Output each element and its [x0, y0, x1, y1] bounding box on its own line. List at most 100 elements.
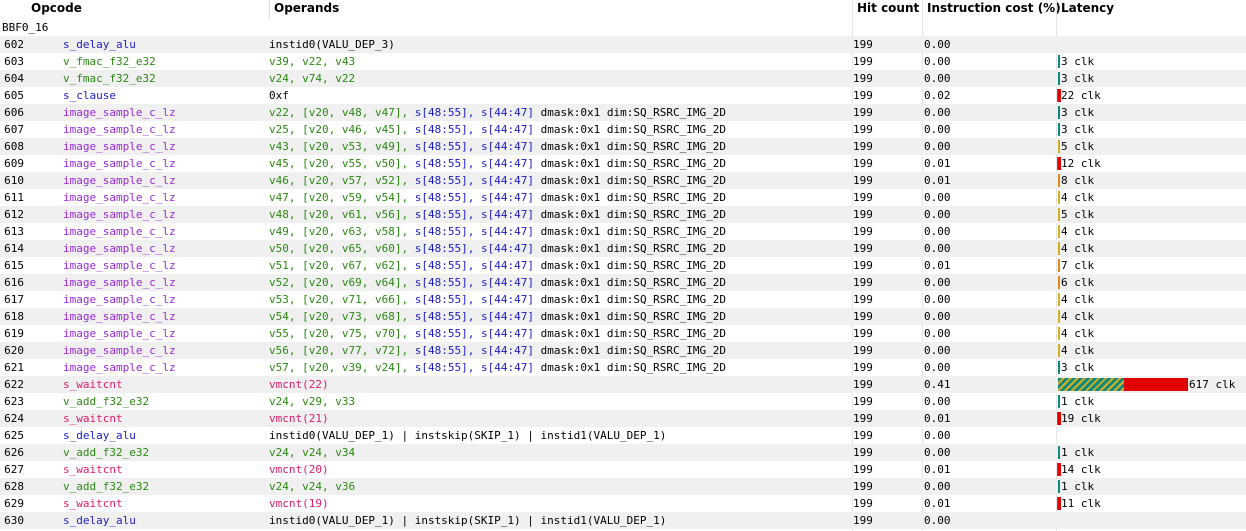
- latency-cell: 3 clk: [1057, 104, 1246, 121]
- hit-count-cell: 199: [853, 446, 873, 459]
- latency-cell: 4 clk: [1057, 291, 1246, 308]
- operands-cell: v24, v24, v34: [269, 446, 356, 459]
- latency-issue-segment: [1057, 89, 1058, 102]
- opcode-cell: s_delay_alu: [63, 429, 136, 442]
- column-header-hit-count[interactable]: Hit count: [853, 0, 923, 19]
- operands-cell: v25, [v20, v46, v45], s[48:55], s[44:47]…: [269, 123, 727, 136]
- instruction-cost-cell: 0.02: [924, 89, 951, 102]
- line-number: 623: [4, 395, 24, 408]
- instruction-cost-cell: 0.00: [924, 208, 951, 221]
- instruction-cost-cell: 0.00: [924, 225, 951, 238]
- latency-cell: 1 clk: [1057, 444, 1246, 461]
- latency-bar: [1058, 140, 1060, 153]
- latency-label: 5 clk: [1061, 208, 1095, 221]
- instruction-cost-cell: 0.01: [924, 497, 951, 510]
- latency-cell: 3 clk: [1057, 121, 1246, 138]
- latency-bar: [1058, 72, 1060, 85]
- column-header-instruction-cost[interactable]: Instruction cost (%): [923, 0, 1061, 19]
- hit-count-cell: 199: [853, 327, 873, 340]
- column-header-operands[interactable]: Operands: [270, 0, 853, 19]
- latency-label: 4 clk: [1061, 310, 1095, 323]
- opcode-cell: image_sample_c_lz: [63, 344, 176, 357]
- latency-bar: [1058, 208, 1060, 221]
- latency-bar: [1058, 191, 1060, 204]
- opcode-cell: v_add_f32_e32: [63, 480, 150, 493]
- instruction-cost-cell: 0.00: [924, 514, 951, 527]
- latency-label: 4 clk: [1061, 327, 1095, 340]
- hit-count-cell: 199: [853, 344, 873, 357]
- line-number: 625: [4, 429, 24, 442]
- column-header-latency[interactable]: Latency: [1061, 1, 1115, 15]
- operands-cell: v24, v74, v22: [269, 72, 356, 85]
- latency-label: 1 clk: [1061, 480, 1095, 493]
- latency-cell: 4 clk: [1057, 240, 1246, 257]
- hit-count-cell: 199: [853, 38, 873, 51]
- latency-bar: [1058, 293, 1060, 306]
- hit-count-cell: 199: [853, 140, 873, 153]
- latency-stall-segment: [1124, 378, 1188, 391]
- latency-cell: 22 clk: [1057, 87, 1246, 104]
- instruction-cost-cell: 0.00: [924, 191, 951, 204]
- latency-cell: 4 clk: [1057, 325, 1246, 342]
- line-number: 628: [4, 480, 24, 493]
- instruction-cost-cell: 0.41: [924, 378, 951, 391]
- latency-bar: [1058, 225, 1060, 238]
- latency-cell: 1 clk: [1057, 478, 1246, 495]
- line-number: 604: [4, 72, 24, 85]
- latency-cell: 8 clk: [1057, 172, 1246, 189]
- hit-count-cell: 199: [853, 480, 873, 493]
- latency-cell: 5 clk: [1057, 138, 1246, 155]
- instruction-cost-cell: 0.00: [924, 55, 951, 68]
- hit-count-cell: 199: [853, 310, 873, 323]
- latency-cell: 6 clk: [1057, 274, 1246, 291]
- latency-label: 14 clk: [1061, 463, 1101, 476]
- line-number: 615: [4, 259, 24, 272]
- latency-label: 1 clk: [1061, 395, 1095, 408]
- latency-label: 4 clk: [1061, 191, 1095, 204]
- hit-count-cell: 199: [853, 361, 873, 374]
- opcode-cell: image_sample_c_lz: [63, 293, 176, 306]
- operands-cell: v48, [v20, v61, v56], s[48:55], s[44:47]…: [269, 208, 727, 221]
- latency-bar: [1058, 259, 1060, 272]
- latency-cell: 14 clk: [1057, 461, 1246, 478]
- hit-count-cell: 199: [853, 395, 873, 408]
- hit-count-cell: 199: [853, 191, 873, 204]
- hit-count-cell: 199: [853, 89, 873, 102]
- operands-cell: vmcnt(20): [269, 463, 329, 476]
- hit-count-cell: 199: [853, 259, 873, 272]
- opcode-cell: image_sample_c_lz: [63, 361, 176, 374]
- operands-cell: v45, [v20, v55, v50], s[48:55], s[44:47]…: [269, 157, 727, 170]
- column-header-opcode[interactable]: Opcode: [27, 0, 270, 19]
- latency-cell: 4 clk: [1057, 308, 1246, 325]
- line-number: 610: [4, 174, 24, 187]
